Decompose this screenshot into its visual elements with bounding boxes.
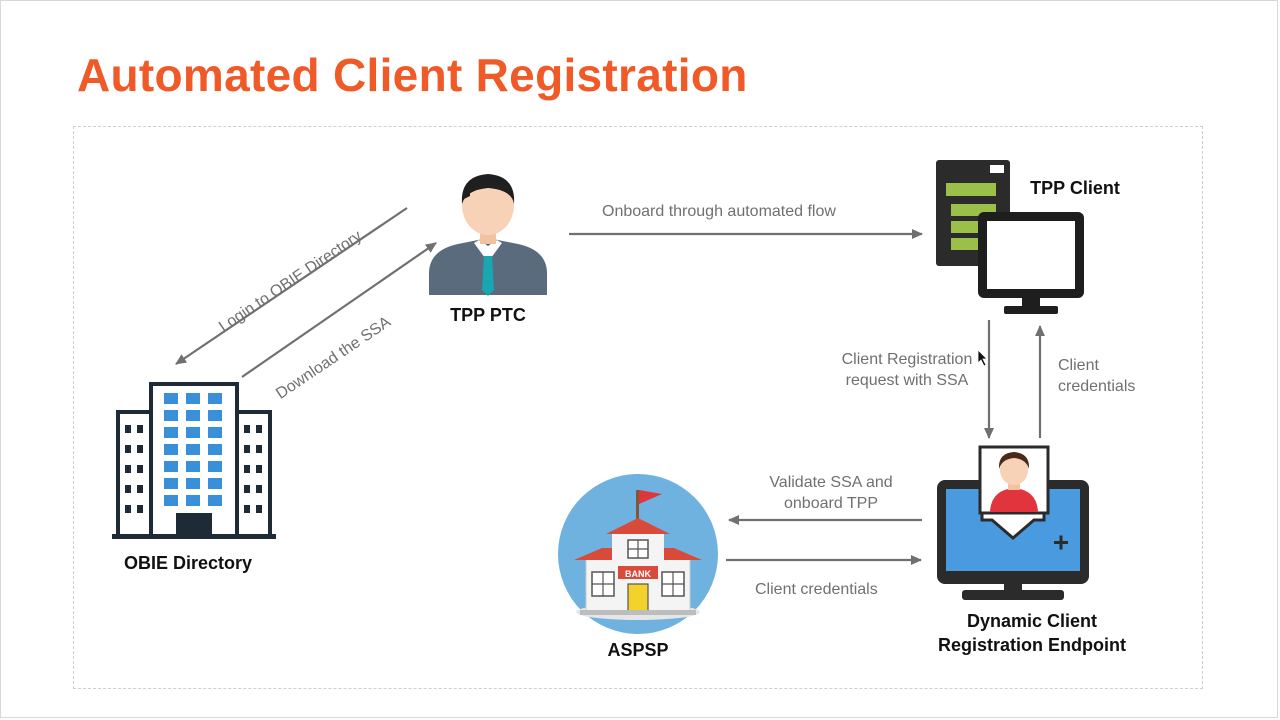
building-window (164, 495, 178, 506)
tpp-ptc-label: TPP PTC (450, 305, 526, 325)
mouse-cursor-icon (977, 349, 988, 367)
building-window (164, 444, 178, 455)
building-window (186, 410, 200, 421)
dcr-endpoint-label-line1: Dynamic Client (966, 611, 1098, 631)
person-icon (429, 174, 547, 296)
building-window (208, 495, 222, 506)
building-window (208, 393, 222, 404)
bank-icon: BANK (558, 474, 718, 634)
obie-directory-label: OBIE Directory (123, 553, 253, 573)
tpp-client-label: TPP Client (1030, 178, 1120, 198)
building-window (208, 444, 222, 455)
server-monitor-icon (936, 160, 1084, 314)
registration-label-line2: request with SSA (845, 372, 969, 389)
building-window (164, 410, 178, 421)
building-window (208, 410, 222, 421)
building-window (186, 393, 200, 404)
building-window (164, 461, 178, 472)
registration-monitor-icon (937, 445, 1089, 600)
building-window (186, 427, 200, 438)
arrows (175, 207, 1045, 565)
registration-label: Client Registration request with SSA (824, 349, 990, 391)
building-window (208, 461, 222, 472)
validate-label-line1: Validate SSA and (769, 474, 893, 491)
arrow-download (241, 242, 437, 378)
credentials-bottom-label: Client credentials (755, 581, 878, 598)
building-window (208, 478, 222, 489)
dcr-endpoint-label-line2: Registration Endpoint (938, 635, 1126, 655)
building-window (164, 393, 178, 404)
building-window (208, 427, 222, 438)
dcr-endpoint-label: Dynamic Client Registration Endpoint (922, 609, 1142, 657)
aspsp-label: ASPSP (607, 640, 669, 660)
building-window (186, 461, 200, 472)
building-window (186, 444, 200, 455)
bank-sign-text: BANK (625, 569, 651, 579)
validate-label-line2: onboard TPP (784, 495, 878, 512)
onboard-label: Onboard through automated flow (602, 203, 836, 220)
building-window (164, 478, 178, 489)
arrow-login (175, 207, 408, 365)
diagram-area (73, 126, 1203, 689)
credentials-up-label: Client credentials (1058, 355, 1135, 397)
building-icon (112, 382, 276, 539)
registration-label-line1: Client Registration (841, 351, 973, 368)
credentials-up-label-line1: Client (1058, 357, 1099, 374)
building-window (186, 478, 200, 489)
building-window (164, 427, 178, 438)
credentials-up-label-line2: credentials (1058, 378, 1136, 395)
validate-label: Validate SSA and onboard TPP (752, 472, 910, 514)
slide-title: Automated Client Registration (77, 49, 748, 101)
building-window (186, 495, 200, 506)
